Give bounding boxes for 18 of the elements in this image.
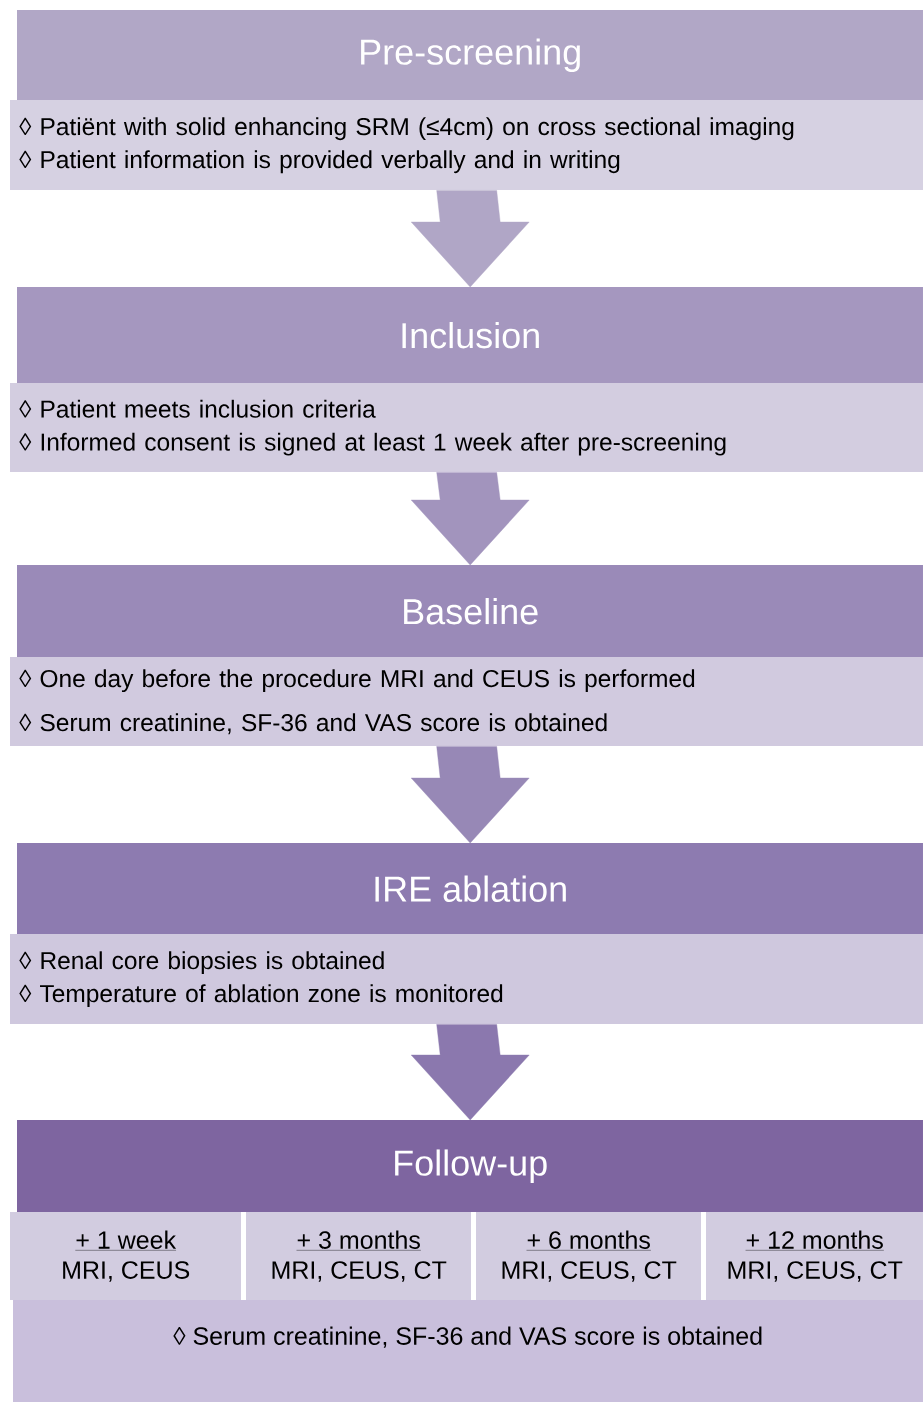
stage-header: IRE ablation: [17, 843, 923, 934]
schedule-cell: + 12 months MRI, CEUS, CT: [706, 1212, 923, 1300]
stage-box: ◊ Patient meets inclusion criteria ◊ Informed consent is signed at least 1 week after pre-screening: [10, 383, 923, 472]
stage-header: Pre-screening: [17, 10, 923, 100]
arrow: [411, 190, 530, 288]
stage-box: ◊ Serum creatinine, SF-36 and VAS score is obtained: [13, 1300, 923, 1402]
arrow: [411, 746, 530, 844]
schedule-cell: + 3 months MRI, CEUS, CT: [246, 1212, 471, 1300]
arrow: [411, 1024, 530, 1121]
stage-header: Inclusion: [17, 287, 923, 383]
stage-box: ◊ One day before the procedure MRI and CEUS is performed ◊ Serum creatinine, SF-36 and VAS score is obtained: [10, 657, 923, 746]
arrow: [411, 472, 530, 566]
stage-header: Follow-up: [17, 1120, 923, 1212]
schedule-cell: + 6 months MRI, CEUS, CT: [476, 1212, 701, 1300]
stage-box: ◊ Renal core biopsies is obtained ◊ Temperature of ablation zone is monitored: [10, 934, 923, 1024]
schedule-cell: + 1 week MRI, CEUS: [10, 1212, 241, 1300]
stage-header: Baseline: [17, 565, 923, 657]
stage-box: ◊ Patiënt with solid enhancing SRM (≤4cm) on cross sectional imaging ◊ Patient information is provided verbally and in writing: [10, 100, 923, 190]
